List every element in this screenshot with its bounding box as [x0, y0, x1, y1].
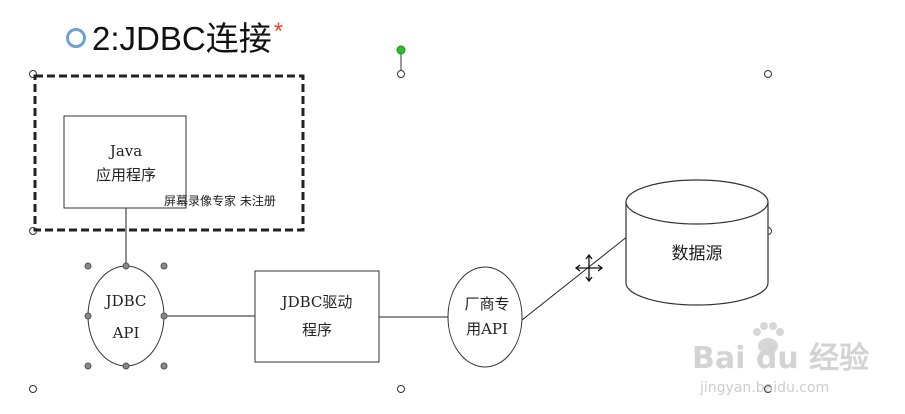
selection-frame[interactable] — [29, 45, 772, 393]
slide-title: 2:JDBC连接 * — [66, 14, 283, 58]
resize-handle-icon[interactable] — [160, 262, 168, 270]
resize-handle-icon[interactable] — [84, 312, 92, 320]
unsaved-asterisk: * — [273, 18, 284, 45]
jdbc-api-ellipse[interactable]: JDBC API — [87, 265, 165, 367]
vendor-api-ellipse[interactable]: 厂商专 用API — [447, 266, 523, 368]
jdbc-driver-label-2: 程序 — [302, 321, 332, 339]
selection-handle-icon[interactable] — [397, 385, 405, 393]
datasource-label: 数据源 — [672, 244, 723, 264]
jdbc-driver-box[interactable]: JDBC驱动 程序 — [254, 270, 380, 363]
resize-handle-icon[interactable] — [122, 262, 130, 270]
baidu-logo-text: Bai du 经验 — [692, 341, 869, 376]
selection-handle-icon[interactable] — [764, 385, 772, 393]
title-text: 2:JDBC连接 — [92, 20, 272, 57]
jdbc-api-label-1: JDBC — [104, 292, 147, 310]
connector-vendor-datasource — [521, 235, 629, 321]
baidu-paw-icon — [753, 322, 784, 354]
baidu-url-text: jingyan.baidu.com — [699, 380, 829, 396]
resize-handle-icon[interactable] — [160, 362, 168, 370]
resize-handle-icon[interactable] — [122, 362, 130, 370]
jdbc-api-handles[interactable] — [84, 262, 168, 370]
resize-handle-icon[interactable] — [84, 362, 92, 370]
jdbc-api-label-2: API — [112, 324, 140, 342]
jdbc-driver-label-1: JDBC驱动 — [280, 293, 353, 311]
java-app-label-1: Java — [108, 142, 142, 160]
resize-handle-icon[interactable] — [160, 312, 168, 320]
title-bullet-icon — [66, 28, 86, 48]
java-app-label-2: 应用程序 — [96, 166, 156, 184]
move-cursor-icon — [574, 253, 604, 283]
resize-handle-icon[interactable] — [84, 262, 92, 270]
selection-handle-icon[interactable] — [397, 70, 405, 78]
java-app-box[interactable]: Java 应用程序 — [63, 115, 187, 209]
java-group-dashed-border[interactable] — [33, 74, 305, 232]
rotate-handle-icon[interactable] — [396, 45, 406, 55]
recorder-watermark: 屏幕录像专家 未注册 — [164, 193, 276, 208]
vendor-api-label-1: 厂商专 — [464, 295, 509, 313]
vendor-api-label-2: 用API — [466, 320, 508, 338]
baidu-watermark: Bai du 经验 jingyan.baidu.com — [692, 322, 869, 396]
selection-handle-icon[interactable] — [764, 70, 772, 78]
datasource-cylinder[interactable]: 数据源 — [625, 179, 769, 306]
selection-handle-icon[interactable] — [29, 385, 37, 393]
